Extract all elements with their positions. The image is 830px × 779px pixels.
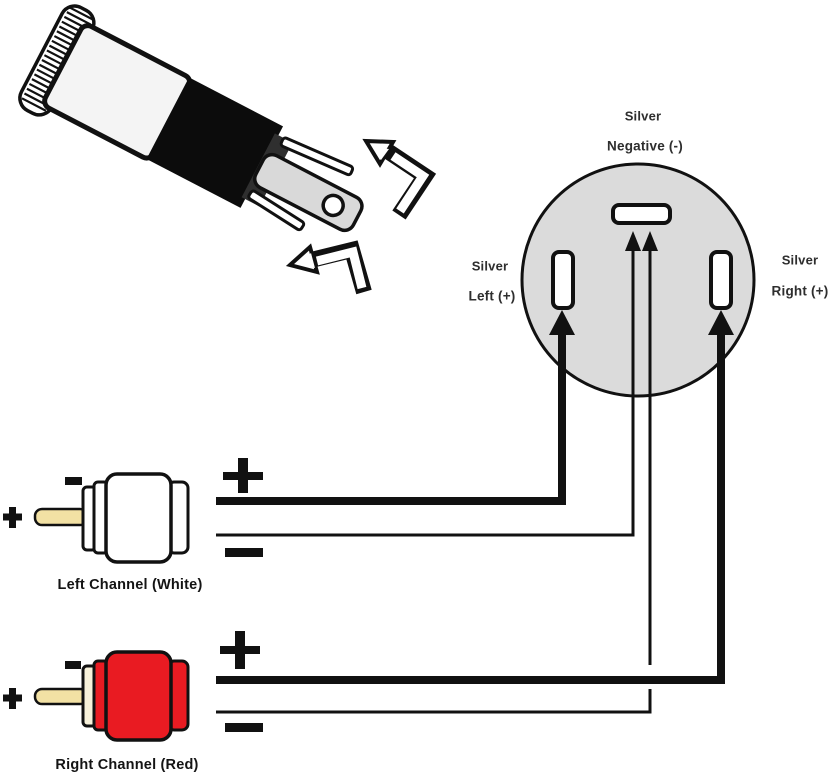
wire-right-positive [216, 332, 725, 684]
rca-pin [33, 507, 89, 527]
plus-icon [3, 507, 22, 528]
arrowhead-negative-1 [625, 231, 641, 251]
wires [216, 231, 734, 714]
left-lug [551, 250, 575, 310]
rca-right-connector [3, 650, 190, 742]
twist-arrow-upper [362, 138, 437, 220]
arrowhead-negative-2 [642, 231, 658, 251]
left-channel-label: Left Channel (White) [57, 577, 203, 593]
arrowhead-left-lug [549, 310, 575, 335]
left-lug-material-label: Silver [471, 258, 509, 274]
polarity-markers [220, 458, 263, 732]
negative-lug-material-label: Silver [624, 108, 662, 124]
stereo-plug-illustration [18, 4, 364, 233]
rca-pin [33, 687, 89, 706]
jack-rear-view [520, 162, 756, 398]
negative-lug-label: Negative (-) [607, 138, 683, 154]
right-lug-material-label: Silver [781, 252, 819, 268]
right-lug [709, 250, 733, 310]
wire-right-negative-lower [216, 689, 652, 714]
plug-top-prong [279, 136, 355, 177]
rca-body [104, 650, 173, 742]
wire-left-positive [216, 332, 566, 505]
negative-lug [611, 203, 672, 225]
minus-icon [225, 723, 263, 732]
wire-left-negative [216, 249, 635, 537]
plus-icon [220, 631, 260, 669]
minus-icon [65, 661, 81, 669]
arrowhead-right-lug [708, 310, 734, 335]
plus-icon [223, 458, 263, 493]
twist-arrow-lower [285, 240, 372, 295]
plug-black-sleeve [146, 77, 284, 208]
right-channel-label: Right Channel (Red) [55, 757, 199, 773]
plug-bottom-prong [247, 189, 306, 232]
plus-icon [3, 688, 22, 709]
right-lug-label: Right (+) [771, 283, 829, 299]
minus-icon [65, 477, 82, 485]
rca-left-connector [3, 472, 190, 564]
minus-icon [225, 548, 263, 557]
jack-face [520, 162, 756, 398]
tab-hole [321, 193, 345, 218]
rca-body [104, 472, 173, 564]
left-lug-label: Left (+) [468, 288, 516, 304]
